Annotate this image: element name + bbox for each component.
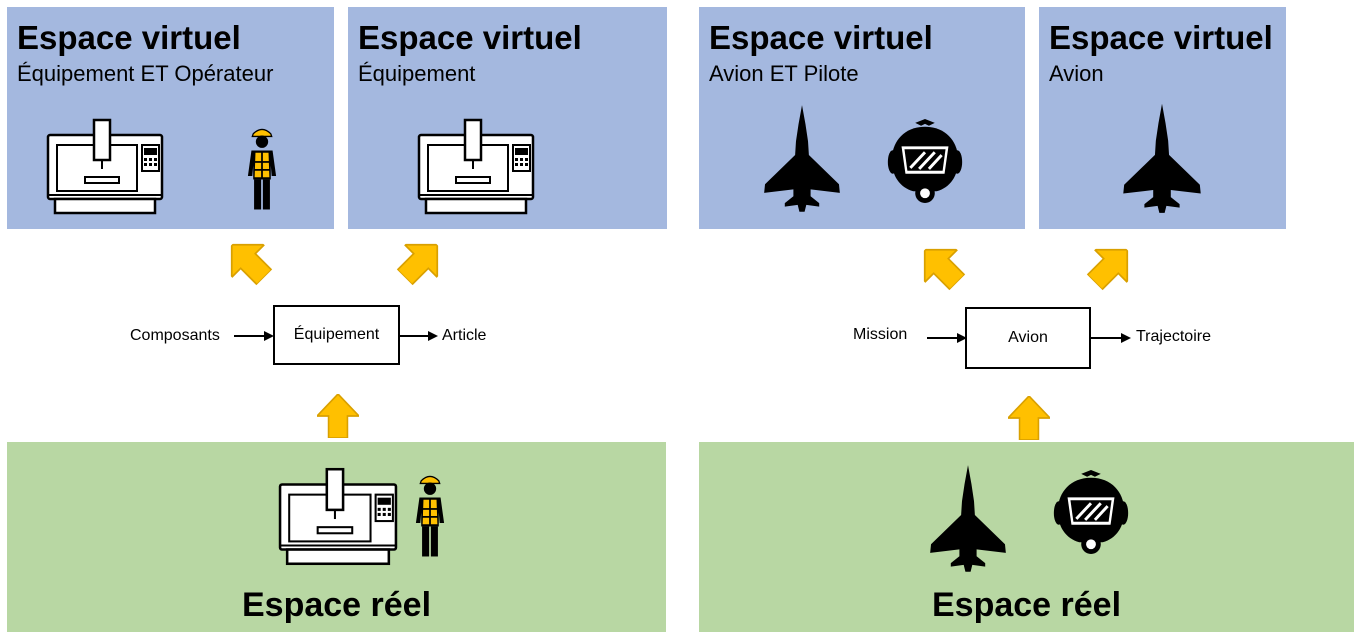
fighter-jet-icon	[1118, 100, 1206, 222]
virtual-space-panel-aircraft: Espace virtuel Avion	[1039, 7, 1286, 229]
up-right-arrow-icon	[1088, 243, 1134, 289]
output-arrow-icon	[400, 331, 438, 341]
input-label: Composants	[130, 327, 220, 344]
output-arrow-icon	[1091, 333, 1131, 343]
up-left-arrow-icon	[225, 238, 271, 284]
worker-icon	[411, 472, 449, 560]
real-space-panel-equipment: Espace réel	[7, 442, 666, 632]
worker-icon	[243, 125, 281, 213]
panel-subtitle: Avion	[1049, 61, 1104, 86]
panel-subtitle: Équipement ET Opérateur	[17, 61, 274, 86]
panel-subtitle: Avion ET Pilote	[709, 61, 859, 86]
output-label: Article	[442, 327, 487, 344]
up-arrow-icon	[1008, 396, 1050, 440]
pilot-helmet-icon	[1051, 468, 1131, 556]
virtual-space-panel-equipment-operator: Espace virtuel Équipement ET Opérateur	[7, 7, 334, 229]
system-box: Avion	[965, 307, 1091, 369]
fighter-jet-icon	[759, 100, 845, 222]
virtual-space-panel-aircraft-pilot: Espace virtuel Avion ET Pilote	[699, 7, 1025, 229]
system-box: Équipement	[273, 305, 400, 365]
panel-title: Espace virtuel	[1049, 19, 1273, 56]
machine-tool-icon	[45, 117, 165, 217]
output-label: Trajectoire	[1136, 328, 1211, 345]
up-arrow-icon	[317, 394, 359, 438]
panel-subtitle: Équipement	[358, 61, 476, 86]
panel-title: Espace réel	[241, 586, 432, 624]
machine-tool-icon	[277, 466, 399, 568]
pilot-helmet-icon	[885, 117, 965, 205]
panel-title: Espace virtuel	[17, 19, 241, 56]
input-label: Mission	[853, 326, 908, 343]
panel-title: Espace réel	[931, 586, 1122, 624]
virtual-space-panel-equipment: Espace virtuel Équipement	[348, 7, 667, 229]
fighter-jet-icon	[925, 458, 1011, 584]
panel-title: Espace virtuel	[709, 19, 933, 56]
machine-tool-icon	[416, 117, 536, 217]
panel-title: Espace virtuel	[358, 19, 582, 56]
up-right-arrow-icon	[398, 238, 444, 284]
input-arrow-icon	[234, 331, 274, 341]
input-arrow-icon	[927, 333, 967, 343]
real-space-panel-aircraft: Espace réel	[699, 442, 1354, 632]
up-left-arrow-icon	[918, 243, 964, 289]
